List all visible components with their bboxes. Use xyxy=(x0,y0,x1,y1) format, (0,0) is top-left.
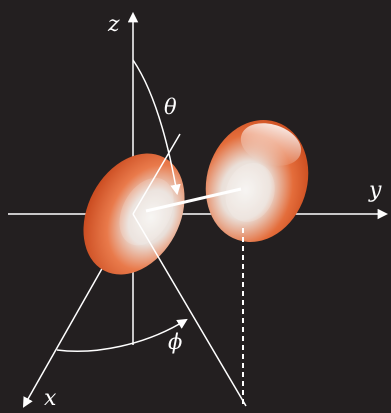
projection-line xyxy=(132,213,247,407)
left-lobe xyxy=(83,153,185,275)
angle-arcs xyxy=(56,59,188,352)
phi-arc xyxy=(56,318,188,352)
theta-label: θ xyxy=(164,95,177,119)
x-axis-label: x xyxy=(44,386,57,411)
theta-arc xyxy=(132,59,181,196)
lobes-group xyxy=(83,120,309,275)
phi-label: ϕ xyxy=(168,330,182,354)
geometry-lines xyxy=(132,133,247,407)
direction-line xyxy=(145,187,242,213)
z-axis-label: z xyxy=(107,12,120,37)
right-lobe xyxy=(205,120,309,242)
theta-guide-line xyxy=(132,133,181,215)
axes-group xyxy=(8,11,389,408)
y-axis-label: y xyxy=(368,178,382,203)
